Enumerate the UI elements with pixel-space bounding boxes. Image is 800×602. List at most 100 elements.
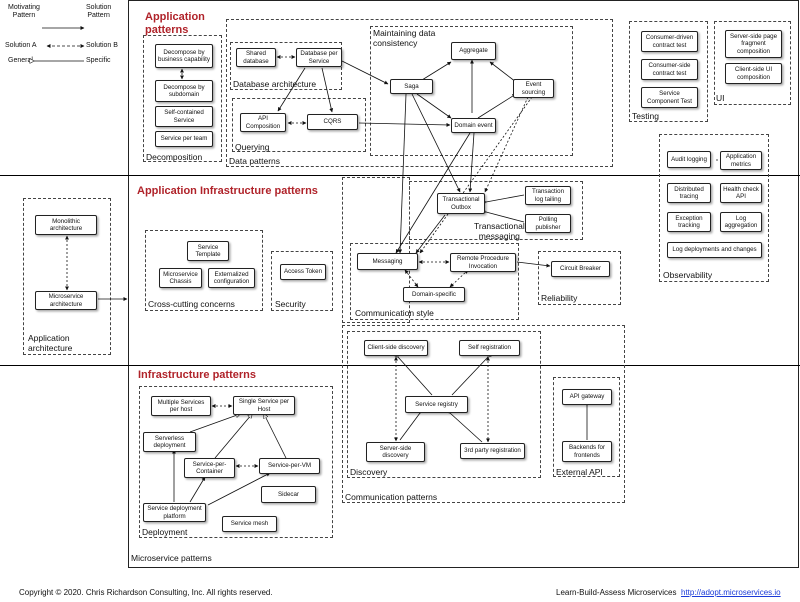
box-event-sourcing[interactable]: Event sourcing <box>513 79 554 98</box>
box-client-side-ui[interactable]: Client-side UI composition <box>725 63 782 84</box>
box-shared-database[interactable]: Shared database <box>236 48 276 67</box>
box-database-per-service[interactable]: Database per Service <box>296 48 342 67</box>
label-external-api: External API <box>556 467 603 477</box>
label-microservice-patterns: Microservice patterns <box>131 553 212 563</box>
box-microservice-architecture[interactable]: Microservice architecture <box>35 291 97 310</box>
box-server-side-page-text: Server-side page fragment composition <box>729 32 778 55</box>
label-maintaining-consistency: Maintaining data consistency <box>373 28 436 48</box>
cross-cutting-frame <box>145 230 263 311</box>
box-log-deployments-text: Log deployments and changes <box>672 246 757 254</box>
box-self-registration[interactable]: Self registration <box>459 340 520 356</box>
box-service-deployment-platform[interactable]: Service deployment platform <box>143 503 206 522</box>
box-server-side-discovery-text: Server-side discovery <box>379 444 412 459</box>
box-polling-publisher-text: Polling publisher <box>535 216 561 231</box>
box-client-side-discovery[interactable]: Client-side discovery <box>364 340 428 356</box>
box-backends-for-frontends[interactable]: Backends for frontends <box>562 441 612 462</box>
label-observability: Observability <box>663 270 713 280</box>
box-distributed-tracing[interactable]: Distributed tracing <box>667 183 711 203</box>
box-circuit-breaker-text: Circuit Breaker <box>560 265 601 273</box>
box-messaging[interactable]: Messaging <box>357 253 418 270</box>
box-health-check[interactable]: Health check API <box>720 183 762 203</box>
box-application-metrics[interactable]: Application metrics <box>720 151 762 170</box>
box-sidecar-text: Sidecar <box>278 490 299 498</box>
box-service-per-team-text: Service per team <box>160 135 208 143</box>
box-client-side-ui-text: Client-side UI composition <box>734 66 773 81</box>
box-monolithic[interactable]: Monolithic architecture <box>35 215 97 235</box>
box-access-token[interactable]: Access Token <box>280 264 326 280</box>
box-service-per-container[interactable]: Service-per- Container <box>184 458 235 478</box>
footer-url-link[interactable]: http://adopt.microservices.io <box>681 588 781 597</box>
box-health-check-text: Health check API <box>723 185 759 200</box>
box-transactional-outbox[interactable]: Transactional Outbox <box>437 193 485 214</box>
box-microservice-chassis[interactable]: Microservice Chassis <box>159 268 202 288</box>
box-service-per-team[interactable]: Service per team <box>155 131 213 147</box>
box-consumer-side[interactable]: Consumer-side contract test <box>641 59 698 80</box>
label-deployment: Deployment <box>142 527 188 537</box>
box-log-aggregation[interactable]: Log aggregation <box>720 212 762 232</box>
box-service-component-test-text: Service Component Test <box>647 90 692 105</box>
box-log-deployments[interactable]: Log deployments and changes <box>667 242 762 258</box>
box-api-gateway[interactable]: API gateway <box>562 389 612 405</box>
box-cqrs-text: CQRS <box>323 118 342 126</box>
box-decompose-business-text: Decompose by business capability <box>158 48 210 63</box>
box-audit-logging[interactable]: Audit logging <box>667 151 711 168</box>
box-api-composition[interactable]: API Composition <box>240 113 286 132</box>
box-multiple-services-per-host-text: Multiple Services per host <box>157 398 205 413</box>
box-exception-tracking[interactable]: Exception tracking <box>667 212 711 232</box>
label-reliability: Reliability <box>541 293 578 303</box>
box-aggregate[interactable]: Aggregate <box>451 42 496 60</box>
section-infra-patterns: Infrastructure patterns <box>138 369 256 381</box>
label-discovery: Discovery <box>350 467 388 477</box>
box-domain-specific[interactable]: Domain-specific <box>403 287 465 302</box>
box-transaction-log-tailing[interactable]: Transaction log tailing <box>525 186 571 205</box>
box-aggregate-text: Aggregate <box>459 47 488 55</box>
box-circuit-breaker[interactable]: Circuit Breaker <box>551 261 610 277</box>
box-third-party-registration[interactable]: 3rd party registration <box>460 443 525 459</box>
box-self-contained-text: Self-contained Service <box>164 109 204 124</box>
box-consumer-driven[interactable]: Consumer-driven contract test <box>641 31 698 52</box>
footer-url-wrap: http://adopt.microservices.io <box>681 588 781 598</box>
box-single-service-per-host[interactable]: Single Service per Host <box>233 396 295 415</box>
box-service-template[interactable]: Service Template <box>187 241 229 261</box>
label-database-architecture: Database architecture <box>233 79 317 89</box>
box-service-registry[interactable]: Service registry <box>405 396 468 413</box>
box-service-template-text: Service Template <box>195 243 221 258</box>
box-rpi[interactable]: Remote Procedure Invocation <box>450 253 516 272</box>
box-multiple-services-per-host[interactable]: Multiple Services per host <box>151 396 211 416</box>
legend-solution-a-label: Solution A <box>5 42 37 49</box>
external-api-frame <box>553 377 620 477</box>
box-database-per-service-text: Database per Service <box>300 50 338 65</box>
section-app-infra-patterns: Application Infrastructure patterns <box>137 185 318 197</box>
box-server-side-page[interactable]: Server-side page fragment composition <box>725 30 782 58</box>
box-decompose-business[interactable]: Decompose by business capability <box>155 44 213 68</box>
box-decompose-subdomain[interactable]: Decompose by subdomain <box>155 80 213 102</box>
box-serverless[interactable]: Serverless deployment <box>143 432 196 452</box>
box-saga[interactable]: Saga <box>390 79 433 94</box>
box-serverless-text: Serverless deployment <box>153 434 186 449</box>
box-messaging-text: Messaging <box>372 257 403 265</box>
box-api-composition-text: API Composition <box>245 115 281 130</box>
box-transaction-log-tailing-text: Transaction log tailing <box>531 188 565 203</box>
box-access-token-text: Access Token <box>283 268 323 276</box>
box-externalized-config[interactable]: Externalized configuration <box>208 268 255 288</box>
reliability-frame <box>538 251 621 305</box>
box-microservice-chassis-text: Microservice Chassis <box>163 270 198 285</box>
box-service-component-test[interactable]: Service Component Test <box>641 87 698 108</box>
box-server-side-discovery[interactable]: Server-side discovery <box>366 442 425 462</box>
box-cqrs[interactable]: CQRS <box>307 114 358 130</box>
box-client-side-discovery-text: Client-side discovery <box>367 344 425 352</box>
box-self-contained[interactable]: Self-contained Service <box>155 106 213 127</box>
box-transactional-outbox-text: Transactional Outbox <box>442 196 480 211</box>
box-service-mesh-text: Service mesh <box>230 520 269 528</box>
box-sidecar[interactable]: Sidecar <box>261 486 316 503</box>
application-architecture-frame <box>23 198 111 355</box>
box-polling-publisher[interactable]: Polling publisher <box>525 214 571 233</box>
label-communication-style: Communication style <box>355 308 434 318</box>
label-communication-patterns: Communication patterns <box>345 492 438 502</box>
box-saga-text: Saga <box>404 82 419 90</box>
box-domain-event[interactable]: Domain event <box>451 118 496 133</box>
box-service-per-vm[interactable]: Service-per-VM <box>259 458 320 474</box>
box-service-mesh[interactable]: Service mesh <box>222 516 277 532</box>
box-monolithic-text: Monolithic architecture <box>49 217 83 232</box>
security-frame <box>271 251 333 311</box>
